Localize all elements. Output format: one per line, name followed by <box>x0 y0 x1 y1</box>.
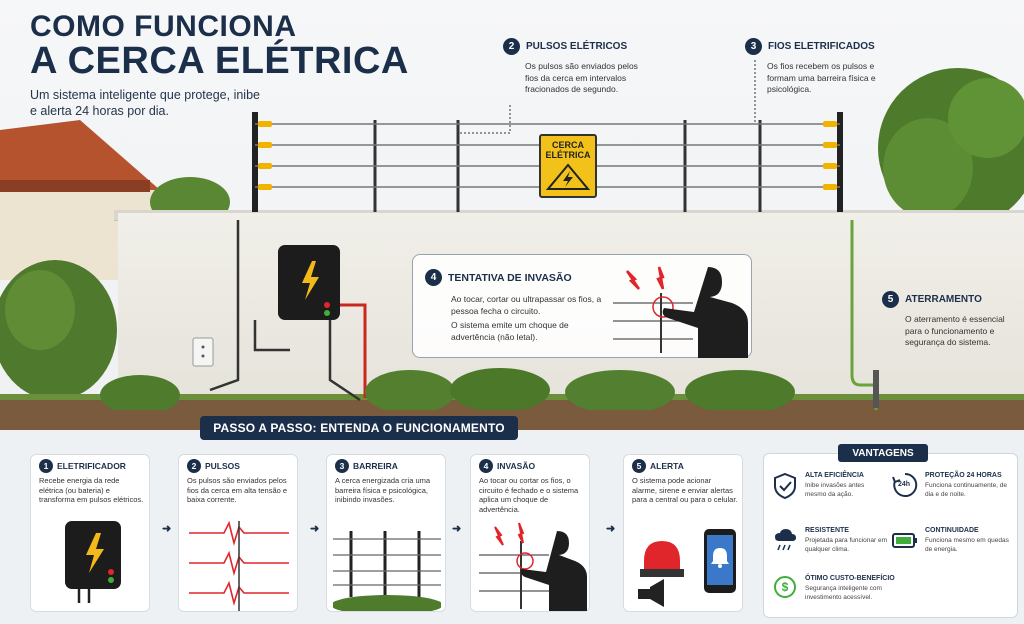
title-line1: COMO FUNCIONA <box>30 10 297 43</box>
advantage-item: CONTINUIDADE Funciona mesmo em quedas de … <box>892 527 1016 554</box>
sign-line2: ELÉTRICA <box>545 150 591 160</box>
advantage-item: ALTA EFICIÊNCIA Inibe invasões antes mesm… <box>773 472 893 500</box>
advantage-text: Funciona continuamente, de dia e de noit… <box>925 482 1008 498</box>
step-card-4: 4 INVASÃO Ao tocar ou cortar os fios, o … <box>470 454 590 612</box>
subtitle: Um sistema inteligente que protege, inib… <box>30 88 260 118</box>
ground-rod <box>850 220 879 410</box>
step-number: 2 <box>187 459 201 473</box>
callout-number: 2 <box>503 38 520 55</box>
arrow-right-icon: ➜ <box>310 523 320 535</box>
callout-title: FIOS ELETRIFICADOS <box>768 41 875 52</box>
advantage-text: Projetada para funcionar em qualquer cli… <box>805 537 888 553</box>
advantage-text: Funciona mesmo em quedas de energia. <box>925 537 1009 553</box>
lightning-bolt-icon <box>302 261 330 316</box>
advantages-panel <box>763 453 1018 618</box>
clock-24h-icon: 24h <box>892 472 918 498</box>
step-card-1: 1 ELETRIFICADOR Recebe energia da rede e… <box>30 454 150 612</box>
step-number: 1 <box>39 459 53 473</box>
step-title: ELETRIFICADOR <box>57 461 126 471</box>
step-title: BARREIRA <box>353 461 398 471</box>
advantage-text: Segurança inteligente com investimento a… <box>805 585 882 601</box>
callout-text: Os pulsos são enviados pelos fios da cer… <box>525 61 638 94</box>
fence-barrier-icon <box>333 531 441 611</box>
callout-pulses-leader <box>456 105 511 139</box>
invasion-text2: O sistema emite um choque de advertência… <box>451 320 569 342</box>
callout-number: 5 <box>882 291 899 308</box>
arrow-right-icon: ➜ <box>606 523 616 535</box>
clock-badge: 24h <box>898 481 911 488</box>
bell-icon <box>711 548 729 568</box>
battery-icon <box>892 533 917 548</box>
illustration-scene: CERCA ELÉTRICA COMO FUNCIONA <box>0 0 1024 430</box>
callout-grounding: 5 ATERRAMENTO O aterramento é essencial … <box>882 291 1024 349</box>
high-voltage-icon <box>545 163 591 190</box>
step-title: INVASÃO <box>497 461 536 471</box>
step-text: Os pulsos são enviados pelos fios da cer… <box>187 476 288 504</box>
bush-left <box>0 260 117 400</box>
dollar-icon: $ <box>774 576 796 598</box>
step-banner: PASSO A PASSO: ENTENDA O FUNCIONAMENTO <box>200 416 518 440</box>
sign-line1: CERCA <box>551 140 584 150</box>
title-line2: A CERCA ELÉTRICA <box>30 40 409 82</box>
rain-cloud-icon <box>775 529 796 551</box>
shield-check-icon <box>774 472 796 500</box>
advantage-item: RESISTENTE Projetada para funcionar em qu… <box>773 527 893 554</box>
invasion-title: TENTATIVA DE INVASÃO <box>448 271 572 284</box>
step-text: Recebe energia da rede elétrica (ou bate… <box>39 476 144 504</box>
advantage-title: ALTA EFICIÊNCIA <box>805 472 864 479</box>
energizer-icon <box>65 521 121 603</box>
step-number: 5 <box>632 459 646 473</box>
step-card-5: 5 ALERTA O sistema pode acionar alarme, … <box>623 454 743 612</box>
callout-title: ATERRAMENTO <box>905 294 982 305</box>
warning-sign: CERCA ELÉTRICA <box>539 134 597 198</box>
step-text: A cerca energizada cria uma barreira fís… <box>335 476 431 504</box>
invasion-shock-icon <box>479 522 587 611</box>
bush-behind-wall <box>150 177 230 217</box>
callout-text: O aterramento é essencial para o funcion… <box>905 314 1005 347</box>
advantage-title: ÓTIMO CUSTO-BENEFÍCIO <box>805 575 895 582</box>
callout-text: Os fios recebem os pulsos e formam uma b… <box>767 61 876 94</box>
callout-number: 3 <box>745 38 762 55</box>
callout-pulses: 2 PULSOS ELÉTRICOS Os pulsos são enviado… <box>503 38 653 96</box>
advantage-text: Inibe invasões antes mesmo da ação. <box>805 482 865 498</box>
callout-title: PULSOS ELÉTRICOS <box>526 41 628 52</box>
step-title: ALERTA <box>650 461 684 471</box>
step-text: Ao tocar ou cortar os fios, o circuito é… <box>479 476 579 514</box>
shrubs-row <box>100 368 795 410</box>
invasion-text1: Ao tocar, cortar ou ultrapassar os fios,… <box>451 294 602 316</box>
invasion-panel: 4 TENTATIVA DE INVASÃO Ao tocar, cortar … <box>412 254 752 358</box>
step-card-3: 3 BARREIRA A cerca energizada cria uma b… <box>326 454 446 612</box>
callout-wires: 3 FIOS ELETRIFICADOS Os fios recebem os … <box>745 38 905 96</box>
advantage-item: $ ÓTIMO CUSTO-BENEFÍCIO Segurança intelig… <box>773 575 953 602</box>
invasion-number: 4 <box>425 269 442 286</box>
advantage-title: CONTINUIDADE <box>925 527 979 534</box>
tree-right <box>878 68 1024 228</box>
energizer-device <box>278 245 340 320</box>
person-shock-icon <box>613 266 748 358</box>
step-text: O sistema pode acionar alarme, sirene e … <box>632 476 738 504</box>
arrow-right-icon: ➜ <box>452 523 462 535</box>
advantage-title: RESISTENTE <box>805 527 849 534</box>
advantage-title: PROTEÇÃO 24 HORAS <box>925 472 1002 479</box>
arrow-right-icon: ➜ <box>162 523 172 535</box>
step-title: PULSOS <box>205 461 240 471</box>
svg-text:$: $ <box>782 580 789 594</box>
advantage-item: 24h PROTEÇÃO 24 HORAS Funciona continuame… <box>892 472 1016 499</box>
step-number: 3 <box>335 459 349 473</box>
pulse-waves-icon <box>189 521 289 611</box>
advantages-banner: VANTAGENS <box>838 444 928 462</box>
energizer-wiring <box>192 220 367 402</box>
siren-icon <box>638 529 736 607</box>
callout-wires-leader <box>754 60 756 123</box>
step-number: 4 <box>479 459 493 473</box>
step-card-2: 2 PULSOS Os pulsos são enviados pelos fi… <box>178 454 298 612</box>
